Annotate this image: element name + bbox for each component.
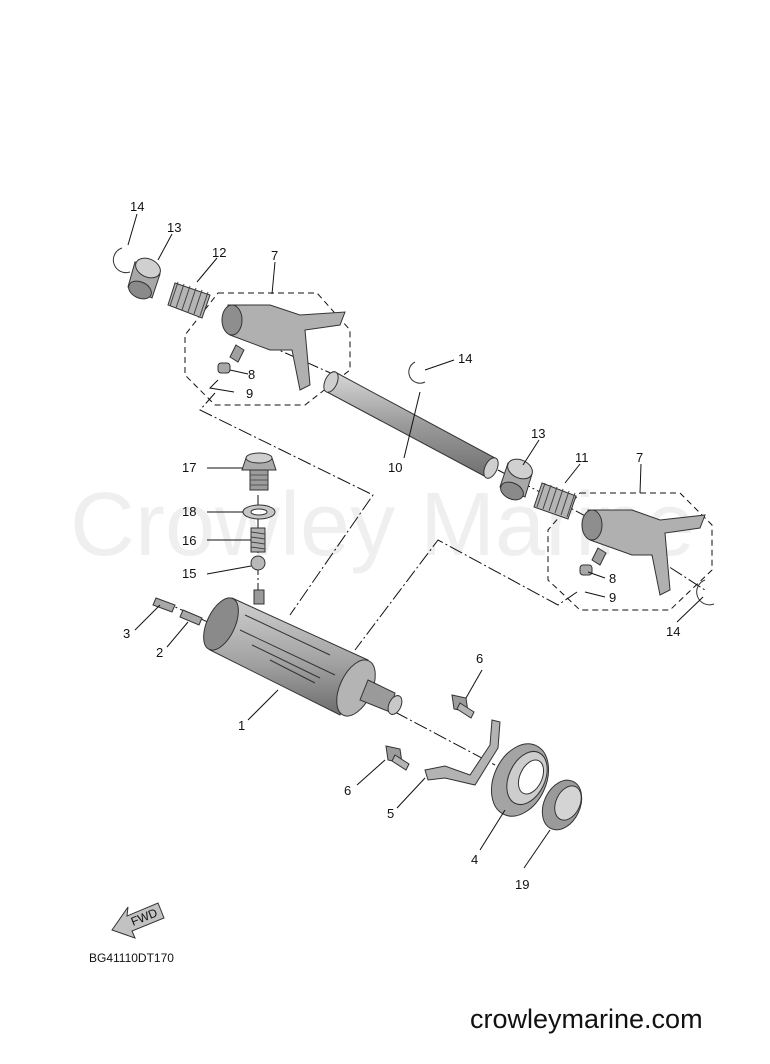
spring-part-16 [250,527,266,553]
leader-lines [127,213,704,869]
callout-19: 19 [515,877,529,892]
callout-9: 9 [609,590,616,605]
spring-part-11 [533,482,577,520]
callout-labels: 14 13 12 7 8 9 14 10 13 11 7 8 9 14 17 1… [123,199,680,892]
callout-9: 9 [246,386,253,401]
callout-14: 14 [130,199,144,214]
fwd-arrow-icon: FWD [111,902,165,939]
callout-5: 5 [387,806,394,821]
shift-rod-part-10 [323,371,499,479]
circlip-part-14-middle [408,361,426,384]
bolt-part-6-lower [385,745,410,771]
pin-part-2 [179,609,203,626]
callout-17: 17 [182,460,196,475]
centerline-upper-fork-to-drum [199,392,374,616]
callout-13: 13 [531,426,545,441]
callout-7: 7 [636,450,643,465]
callout-14: 14 [666,624,680,639]
callout-1: 1 [238,718,245,733]
centerline-lower-fork-to-drum [354,539,578,651]
plug-part-17 [241,452,277,491]
collar-part-19 [541,779,583,831]
centerline-rod-upper [244,334,336,376]
fork-group-outline-upper [184,292,351,406]
callout-2: 2 [156,645,163,660]
footer-site-text: crowleymarine.com [470,1004,703,1034]
callout-14: 14 [458,351,472,366]
shift-fork-part-7-upper [217,304,346,391]
callout-6: 6 [344,783,351,798]
callout-16: 16 [182,533,196,548]
collar-part-13-upper [127,257,161,300]
circlip-part-14-upper [112,247,131,274]
circlip-part-14-lower [696,579,715,606]
bolt-part-6-upper [451,694,475,719]
stopper-plate-part-5 [424,719,501,786]
callout-8: 8 [609,571,616,586]
callout-8: 8 [248,367,255,382]
callout-13: 13 [167,220,181,235]
shift-drum-part-1 [203,589,403,717]
pin-part-3 [152,597,176,613]
callout-6: 6 [476,651,483,666]
callout-4: 4 [471,852,478,867]
collar-part-13-lower [499,458,533,501]
centerline-drum-axis [394,711,496,766]
callout-7: 7 [271,248,278,263]
ball-part-15 [250,555,266,571]
washer-part-18 [242,504,276,520]
drawing-code: BG41110DT170 [89,951,174,965]
callout-3: 3 [123,626,130,641]
spring-part-12 [167,281,211,319]
fork-group-outline-lower [547,492,713,611]
bearing-part-4 [490,743,550,817]
callout-11: 11 [575,450,589,465]
callout-18: 18 [182,504,196,519]
callout-12: 12 [212,245,226,260]
shift-fork-part-7-lower [579,509,706,596]
callout-10: 10 [388,460,402,475]
callout-15: 15 [182,566,196,581]
